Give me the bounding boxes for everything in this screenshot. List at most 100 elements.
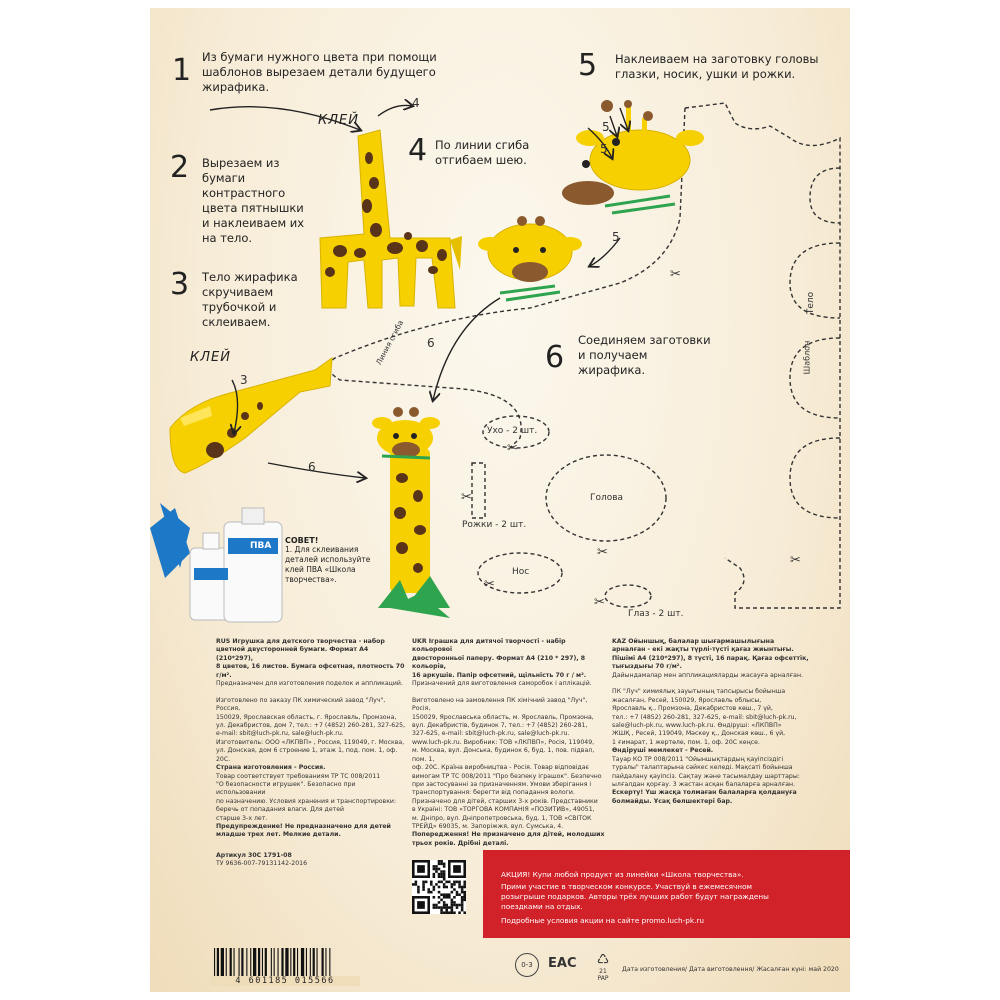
promo-line-1: АКЦИЯ! Купи любой продукт из линейки «Шк… (501, 870, 744, 879)
fine-print-line: в Україні: ТОВ «ТОРГОВА КОМПАНІЯ «ПОЗИТИ… (412, 806, 595, 814)
step-6-number: 6 (545, 340, 565, 375)
fine-print-line: e-mail: sbit@luch-pk.ru, sale@luch-pk.ru… (216, 730, 344, 738)
promo-line-4: поездками на отдых. (501, 902, 583, 911)
template-label: Шаблон (802, 340, 812, 375)
promo-banner: АКЦИЯ! Купи любой продукт из линейки «Шк… (483, 850, 850, 938)
illustrations: ✂ ✂ ✂ ✂ ✂ ✂ ✂ (150, 8, 841, 623)
fine-print-line: Өндіруші мемлекет - Ресей. (612, 747, 714, 755)
arrow-number-5a: 5 (602, 120, 610, 134)
final-giraffe-illustration (372, 407, 450, 618)
fine-print-line: Предназначен для изготовления поделок и … (216, 680, 403, 688)
fine-print-line: Ескерту! Үш жасқа толмаған балаларға қол… (612, 789, 797, 797)
advice-text: 1. Для склеивания деталей используйте кл… (285, 545, 371, 584)
rolled-body-illustration (169, 356, 333, 474)
fine-print-line: туралы" талаптарына сәйкес келеді. Мақса… (612, 764, 793, 772)
step-arrows (209, 105, 628, 478)
step-3-number: 3 (170, 267, 190, 302)
tu-number: ТУ 9636-007-79131142-2016 (216, 860, 308, 868)
glue-label-2: КЛЕЙ (190, 350, 231, 365)
step-4-number: 4 (408, 133, 428, 168)
arrow-number-4: 4 (412, 96, 420, 110)
fine-print-line: по назначению. Условия хранения и трансп… (216, 797, 397, 805)
fine-print-line: м. Москва, вул. Донська, будинок 6, буд.… (412, 747, 595, 763)
step-1-text: Из бумаги нужного цвета при помощи шабло… (202, 50, 437, 94)
fine-print-line: 8 цветов, 16 листов. Бумага офсетная, пл… (216, 663, 405, 679)
recycle-icon: ♺ 21 PAP (590, 952, 616, 982)
fine-print-line: транспортування: берегти від попадання в… (412, 789, 575, 797)
fine-print-line: Тауар КО ТР 008/2011 "Ойыншықтардың қауі… (612, 755, 784, 763)
fine-print-line: пайдалану қауіпсіз. Сақтау және тасымалд… (612, 772, 800, 780)
fine-print-line: беречь от попадания влаги. Для детей (216, 806, 345, 814)
step-1-number: 1 (172, 53, 192, 88)
arrow-number-5b: 5 (600, 142, 608, 156)
fine-print-line: 16 аркушів. Папір офсетний, щільність 70… (412, 671, 587, 679)
fine-print-line: вимогам ТР ТС 008/2011 "Про безпеку ігра… (412, 772, 602, 780)
finished-head-illustration (478, 216, 582, 302)
article-number: Артикул 30С 1791-08 (216, 851, 292, 859)
promo-line-2: Прими участие в творческом конкурсе. Уча… (501, 882, 753, 891)
fine-print-line: www.luch-pk.ru. Виробник: ТОВ «ЛКПВП», Р… (412, 738, 595, 746)
instruction-sheet: 1 Из бумаги нужного цвета при помощи шаб… (150, 8, 850, 992)
step-5-number: 5 (578, 48, 598, 83)
fine-print-line: при застосуванні за призначенням. Умови … (412, 780, 592, 788)
fine-print-line: ул. Донская, дом 6 строение 1, этаж 1, п… (216, 747, 398, 763)
fine-print-line: Пішімі А4 (210*297), 8 түсті, 16 парақ. … (612, 654, 809, 662)
fine-print-line: тел.: +7 (4852) 260-281, 327-625, e-mail… (612, 713, 797, 721)
fine-print-line: ТРЕЙД» 69035, м. Запоріжжя, вул. Сумська… (412, 822, 564, 830)
promo-line-3: розыгрыше подарков. Авторы трёх лучших р… (501, 892, 769, 901)
eac-mark-icon: EAC (548, 956, 577, 971)
arrow-number-3: 3 (240, 373, 248, 387)
fine-print-line: цветной двусторонней бумаги. Формат А4 (… (216, 646, 369, 662)
fine-print-line (412, 688, 607, 696)
barcode-digits: 4 601185 015566 (210, 976, 360, 986)
fine-print-line: старше 3-х лет. (216, 814, 268, 822)
arrow-number-5c: 5 (612, 230, 620, 244)
fine-print-line: Ярославль қ., Промзона, Декабристов көш.… (612, 705, 773, 713)
fine-print-line: ылғалдан қорғау. 3 жастан асқан балаларғ… (612, 780, 796, 788)
fine-print-line: Призначений для виготовлення саморобок і… (412, 680, 592, 688)
fine-print-line: Попередження! Не призначено для дітей, м… (412, 831, 605, 839)
fine-print-line: 150029, Ярославська область, м. Ярославл… (412, 713, 594, 721)
template-outlines (327, 102, 841, 609)
fine-print-line (216, 688, 406, 696)
promo-line-5: Подробные условия акции на сайте promo.l… (501, 916, 705, 925)
head-assembly-illustration (562, 100, 704, 215)
qr-code[interactable] (412, 860, 466, 914)
fine-print-line: м. Дніпро, вул. Дніпропетровська, буд. 1… (412, 814, 592, 822)
arrow-number-6b: 6 (308, 460, 316, 474)
ear-label: Ухо - 2 шт. (487, 426, 538, 436)
scissors-icon: ✂ (790, 553, 801, 568)
scissors-icon: ✂ (597, 545, 608, 560)
arrow-number-6a: 6 (427, 336, 435, 350)
fine-print-line: 327-625, e-mail: sbit@luch-pk.ru, sale@l… (412, 730, 570, 738)
scissors-icon: ✂ (484, 577, 495, 592)
step-6-text: Соединяем заготовки и получаем жирафика. (578, 333, 711, 377)
advice-block: СОВЕТ! 1. Для склеивания деталей использ… (285, 536, 380, 585)
fine-print-line: трьох років. Дрібні деталі. (412, 839, 509, 847)
fine-print-line: жасалған, Ресей, 150029, Ярославль облыс… (612, 696, 762, 704)
horns-label: Рожки - 2 шт. (462, 520, 527, 530)
step-2-number: 2 (170, 150, 190, 185)
fine-print-line: Изготовитель: ООО «ЛКПВП» , Россия, 1190… (216, 738, 405, 746)
fine-print-line: тығыздығы 70 г/м². (612, 663, 682, 671)
advice-title: СОВЕТ! (285, 536, 319, 545)
scissors-icon: ✂ (507, 441, 518, 456)
scissors-icons: ✂ ✂ ✂ ✂ ✂ ✂ ✂ (461, 267, 801, 610)
fine-print-line: оф. 20С. Країна виробництва - Росія. Тов… (412, 764, 589, 772)
fine-print-line: ул. Декабристов, дом 7, тел.: +7 (4852) … (216, 722, 406, 730)
column-ukr: UKR Іграшка для дитячої творчості - набі… (412, 638, 607, 848)
glue-label-1: КЛЕЙ (318, 113, 359, 128)
fine-print-line: ПК "Луч" химиялық зауытының тапсырысы бо… (612, 688, 786, 696)
production-date: Дата изготовления/ Дата виготовлення/ Жа… (622, 966, 839, 973)
fine-print-line: Товар соответствует требованиям ТР ТС 00… (216, 772, 381, 780)
column-ukr-lines: UKR Іграшка для дитячої творчості - набі… (412, 638, 607, 848)
body-template-label: Тело (806, 291, 817, 315)
fine-print-line: UKR Іграшка для дитячої творчості - набі… (412, 638, 566, 654)
column-rus-lines: RUS Игрушка для детского творчества - на… (216, 638, 406, 840)
fine-print-line: Предупреждение! Не предназначено для дет… (216, 822, 391, 830)
fine-print-line: двосторонньої паперу. Формат А4 (210 * 2… (412, 654, 586, 671)
scissors-icon: ✂ (670, 267, 681, 282)
head-label: Голова (590, 493, 624, 503)
fine-print-line: "О безопасности игрушек". Безопасно при … (216, 780, 356, 797)
